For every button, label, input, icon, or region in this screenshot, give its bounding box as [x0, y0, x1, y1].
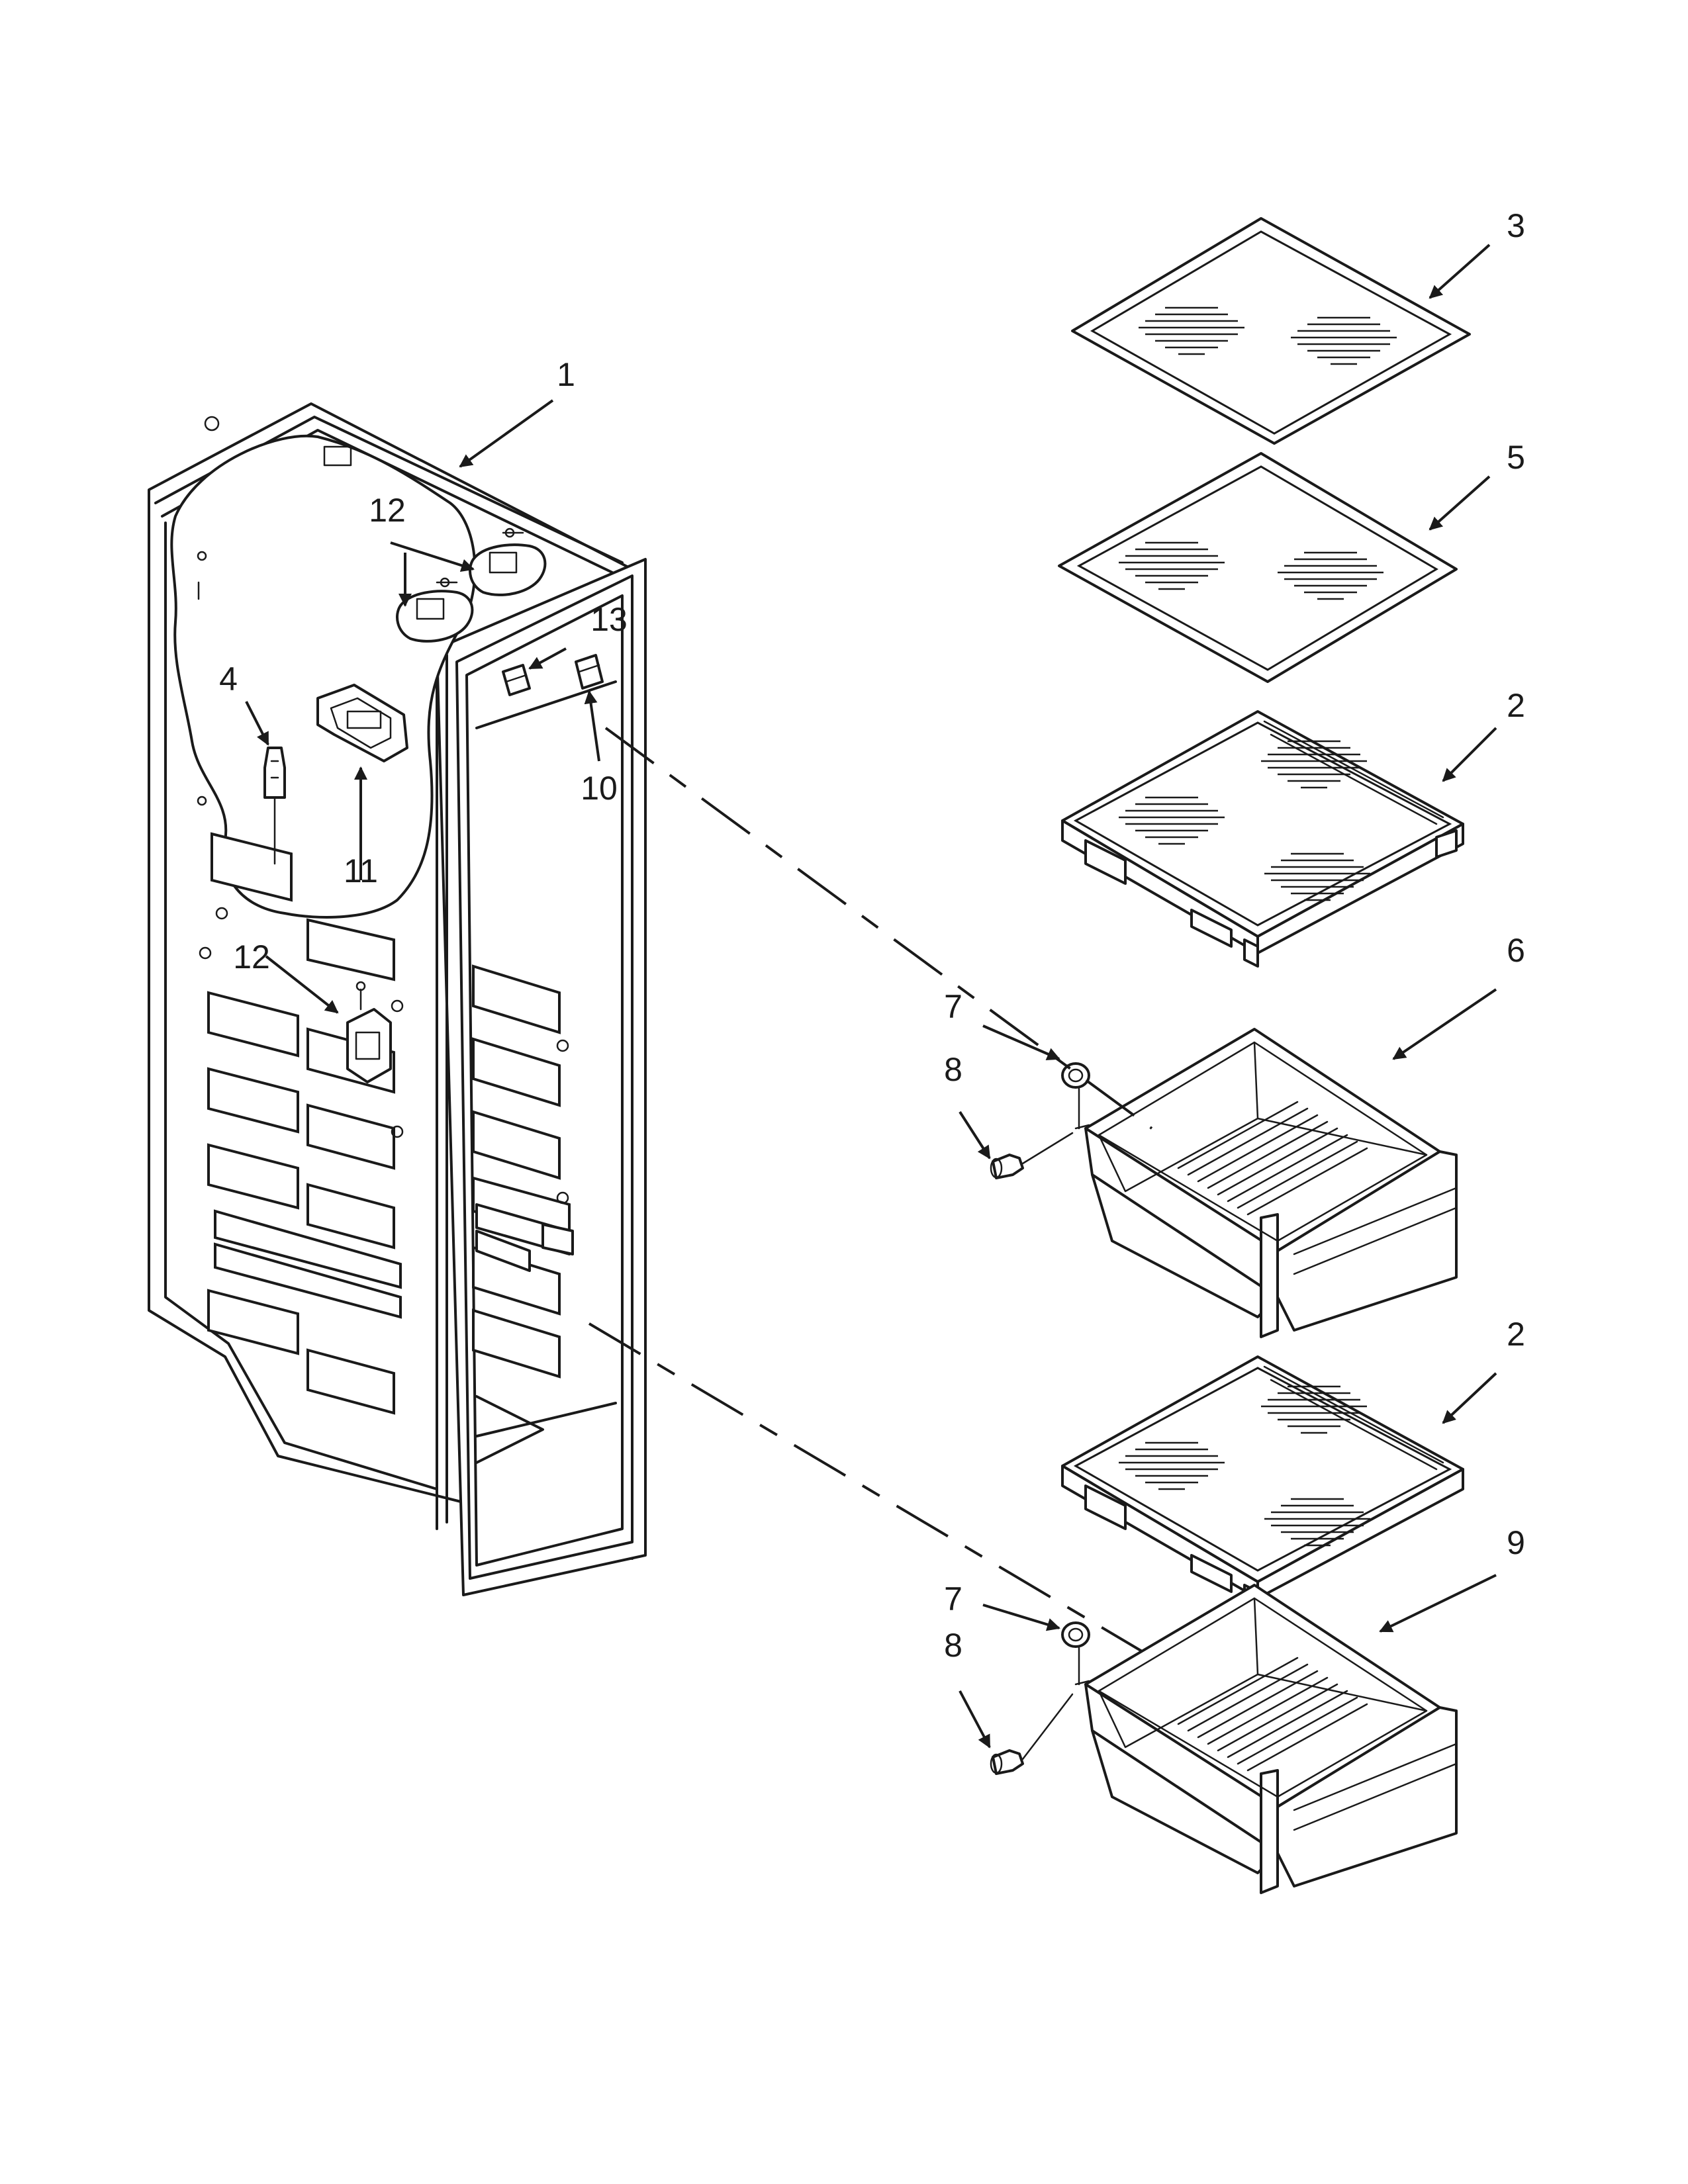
alignment-line-lower: [588, 1322, 1143, 1653]
cabinet-liner: [148, 402, 647, 1596]
framed-shelf-2-lower: [1061, 1355, 1464, 1613]
callout-5: 5: [1507, 439, 1525, 476]
alignment-line-upper: [604, 727, 1153, 1130]
crisper-drawer-6: [1084, 1028, 1458, 1338]
crisper-drawer-9: [1084, 1584, 1458, 1894]
callout-8-upper: 8: [944, 1051, 962, 1088]
light-socket-left: [502, 664, 531, 696]
callout-7-upper: 7: [944, 988, 962, 1025]
callout-3: 3: [1507, 207, 1525, 244]
callout-10: 10: [581, 770, 618, 807]
roller-upper: [1061, 1062, 1090, 1130]
callout-7-lower: 7: [944, 1580, 962, 1617]
callout-13: 13: [590, 601, 628, 638]
glass-shelf-5: [1058, 452, 1458, 683]
callout-1: 1: [557, 356, 575, 393]
thermistor-lower: [346, 981, 392, 1083]
callout-12-upper: 12: [369, 492, 406, 529]
thermistor-upper-right: [469, 527, 547, 596]
pin-upper: [990, 1132, 1074, 1179]
roller-lower: [1061, 1621, 1090, 1686]
callout-12-lower: 12: [233, 938, 270, 976]
pin-lower: [990, 1693, 1074, 1775]
thermistor-upper-left: [396, 577, 474, 643]
callout-2-upper: 2: [1507, 687, 1525, 724]
callout-11: 11: [344, 852, 378, 889]
callout-6: 6: [1507, 932, 1525, 969]
callout-9: 9: [1507, 1524, 1525, 1561]
light-socket-right: [575, 654, 604, 690]
temperature-probe: [263, 747, 286, 865]
callout-2-lower: 2: [1507, 1316, 1525, 1353]
control-housing: [316, 684, 408, 762]
framed-shelf-2-upper: [1061, 710, 1464, 968]
callout-8-lower: 8: [944, 1627, 962, 1664]
leader-lines: [245, 244, 1497, 1749]
glass-shelf-3: [1071, 217, 1471, 445]
callout-4: 4: [219, 660, 238, 698]
